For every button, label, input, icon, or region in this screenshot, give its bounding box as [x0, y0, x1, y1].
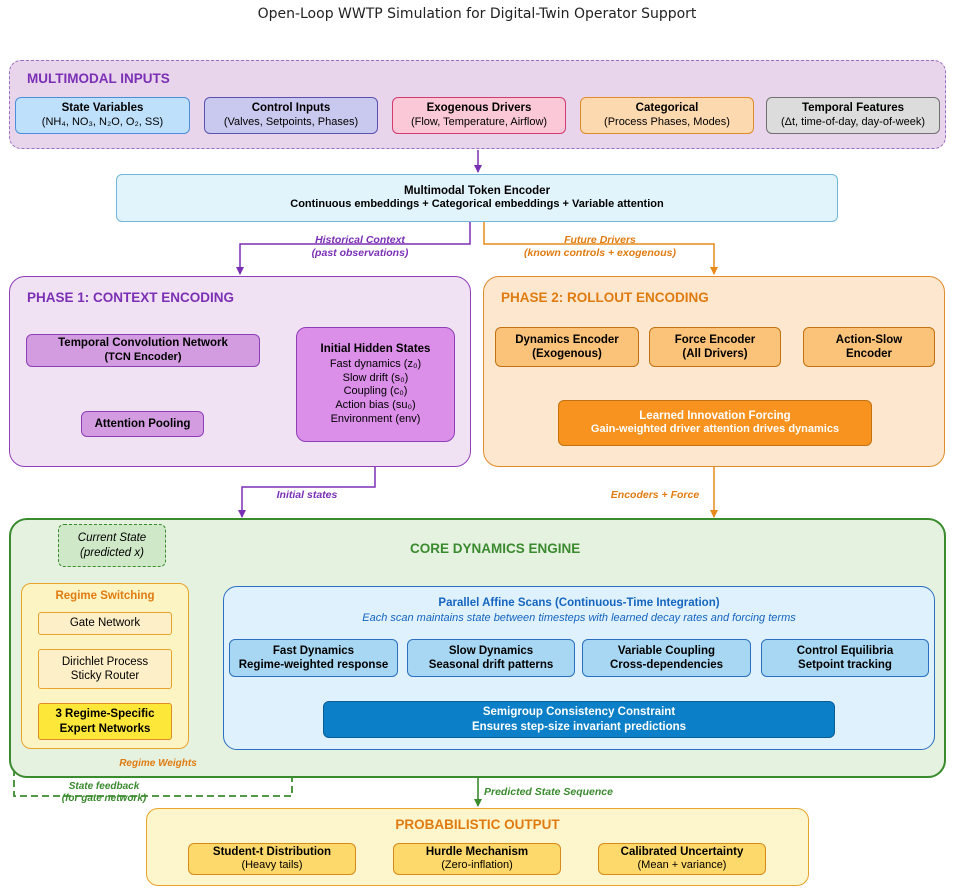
- experts-line: 3 Regime-Specific: [55, 708, 155, 721]
- semigroup-title: Semigroup Consistency Constraint: [482, 706, 676, 719]
- hidden-title: Initial Hidden States: [320, 343, 431, 356]
- tcn-subtitle: (TCN Encoder): [104, 350, 182, 363]
- scan-fast-dynamics: Fast Dynamics Regime-weighted response: [229, 639, 398, 677]
- learned-innovation-forcing: Learned Innovation Forcing Gain-weighted…: [558, 400, 872, 446]
- hidden-item: Action bias (su₀): [335, 399, 416, 412]
- input-sub: (NH₄, NO₃, N₂O, O₂, SS): [41, 115, 164, 128]
- input-title: Control Inputs: [251, 102, 331, 115]
- output-sub: (Zero-inflation): [441, 859, 513, 872]
- output-hurdle-mechanism: Hurdle Mechanism (Zero-inflation): [393, 843, 561, 875]
- hidden-item: Environment (env): [330, 412, 421, 425]
- scan-line: Slow Dynamics: [448, 644, 534, 657]
- encoder-line: Dynamics Encoder: [515, 333, 619, 346]
- inputs-heading: MULTIMODAL INPUTS: [27, 71, 170, 86]
- label-state-feedback: State feedback (for gate network): [40, 781, 168, 805]
- semigroup-constraint: Semigroup Consistency Constraint Ensures…: [323, 701, 835, 738]
- phase2-heading: PHASE 2: ROLLOUT ENCODING: [501, 290, 709, 305]
- forcing-subtitle: Gain-weighted driver attention drives dy…: [590, 423, 840, 436]
- label-encoders-force: Encoders + Force: [610, 489, 700, 501]
- input-sub: (Flow, Temperature, Airflow): [410, 115, 548, 128]
- label-line: (past observations): [311, 246, 409, 259]
- scan-line: Seasonal drift patterns: [428, 659, 554, 671]
- tcn-encoder: Temporal Convolution Network (TCN Encode…: [26, 334, 260, 367]
- output-heading: PROBABILISTIC OUTPUT: [395, 817, 560, 832]
- initial-hidden-states: Initial Hidden States Fast dynamics (z₀)…: [296, 327, 455, 442]
- encoder-line: (Exogenous): [532, 348, 602, 360]
- encoder-line: Force Encoder: [674, 333, 756, 346]
- current-state: Current State (predicted x): [58, 524, 166, 567]
- input-exogenous-drivers: Exogenous Drivers (Flow, Temperature, Ai…: [392, 97, 566, 134]
- scans-title: Parallel Affine Scans (Continuous-Time I…: [438, 597, 720, 609]
- input-sub: (Process Phases, Modes): [604, 115, 730, 128]
- current-state-sub: (predicted x): [80, 546, 144, 559]
- encoder-line: Encoder: [845, 348, 892, 360]
- input-title: Categorical: [635, 102, 699, 115]
- encoder-subtitle: Continuous embeddings + Categorical embe…: [290, 198, 664, 211]
- dirichlet-line: Dirichlet Process: [61, 655, 149, 668]
- tcn-title: Temporal Convolution Network: [58, 337, 228, 350]
- experts-line: Expert Networks: [59, 722, 151, 735]
- encoder-title: Multimodal Token Encoder: [403, 184, 551, 197]
- output-sub: (Heavy tails): [241, 859, 303, 872]
- label-line: (for gate network): [61, 793, 147, 804]
- label-line: State feedback: [68, 781, 140, 792]
- input-sub: (Valves, Setpoints, Phases): [223, 115, 359, 128]
- scan-line: Regime-weighted response: [238, 659, 389, 671]
- gate-network: Gate Network: [38, 612, 172, 635]
- scan-line: Variable Coupling: [617, 644, 716, 657]
- scan-slow-dynamics: Slow Dynamics Seasonal drift patterns: [407, 639, 575, 677]
- hidden-item: Slow drift (s₀): [342, 371, 409, 384]
- scan-line: Control Equilibria: [796, 644, 894, 657]
- input-title: Temporal Features: [801, 102, 905, 115]
- attention-label: Attention Pooling: [94, 417, 191, 430]
- phase1-heading: PHASE 1: CONTEXT ENCODING: [27, 290, 235, 305]
- attention-pooling: Attention Pooling: [81, 411, 204, 437]
- force-encoder: Force Encoder (All Drivers): [649, 327, 781, 367]
- current-state-label: Current State: [77, 532, 147, 545]
- dirichlet-router: Dirichlet Process Sticky Router: [38, 649, 172, 689]
- scan-line: Cross-dependencies: [609, 659, 724, 671]
- multimodal-token-encoder: Multimodal Token Encoder Continuous embe…: [116, 174, 838, 222]
- input-state-variables: State Variables (NH₄, NO₃, N₂O, O₂, SS): [15, 97, 190, 134]
- regime-expert-networks: 3 Regime-Specific Expert Networks: [38, 703, 172, 740]
- hidden-item: Coupling (c₀): [343, 385, 408, 398]
- gate-label: Gate Network: [69, 617, 141, 630]
- label-historical-context: Historical Context (past observations): [280, 234, 440, 259]
- label-predicted-state-sequence: Predicted State Sequence: [484, 786, 613, 798]
- input-categorical: Categorical (Process Phases, Modes): [580, 97, 754, 134]
- output-title: Calibrated Uncertainty: [620, 845, 744, 858]
- output-calibrated-uncertainty: Calibrated Uncertainty (Mean + variance): [598, 843, 766, 875]
- core-heading: CORE DYNAMICS ENGINE: [410, 541, 581, 556]
- hidden-item: Fast dynamics (z₀): [329, 357, 422, 370]
- input-temporal-features: Temporal Features (Δt, time-of-day, day-…: [766, 97, 940, 134]
- scans-subtitle: Each scan maintains state between timest…: [362, 612, 796, 624]
- label-line: (known controls + exogenous): [524, 246, 676, 259]
- label-initial-states: Initial states: [276, 489, 338, 501]
- scan-variable-coupling: Variable Coupling Cross-dependencies: [582, 639, 751, 677]
- scan-line: Fast Dynamics: [272, 644, 355, 657]
- input-control-inputs: Control Inputs (Valves, Setpoints, Phase…: [204, 97, 378, 134]
- dynamics-encoder: Dynamics Encoder (Exogenous): [495, 327, 639, 367]
- label-regime-weights: Regime Weights: [119, 758, 197, 769]
- scan-line: Setpoint tracking: [798, 659, 892, 671]
- input-title: State Variables: [61, 102, 144, 115]
- label-line: Historical Context: [315, 234, 405, 246]
- input-title: Exogenous Drivers: [426, 102, 532, 115]
- scan-control-equilibria: Control Equilibria Setpoint tracking: [761, 639, 929, 677]
- semigroup-subtitle: Ensures step-size invariant predictions: [471, 720, 687, 733]
- label-line: Future Drivers: [564, 234, 636, 246]
- encoder-line: (All Drivers): [682, 348, 748, 360]
- output-title: Student-t Distribution: [212, 845, 332, 858]
- regime-heading: Regime Switching: [55, 590, 155, 602]
- dirichlet-line: Sticky Router: [70, 670, 140, 682]
- forcing-title: Learned Innovation Forcing: [639, 409, 791, 422]
- action-slow-encoder: Action-Slow Encoder: [803, 327, 935, 367]
- input-sub: (Δt, time-of-day, day-of-week): [780, 115, 926, 128]
- output-student-t: Student-t Distribution (Heavy tails): [188, 843, 356, 875]
- output-sub: (Mean + variance): [637, 859, 727, 872]
- diagram-title: Open-Loop WWTP Simulation for Digital-Tw…: [257, 6, 697, 22]
- label-future-drivers: Future Drivers (known controls + exogeno…: [510, 234, 690, 259]
- output-title: Hurdle Mechanism: [425, 845, 529, 858]
- encoder-line: Action-Slow: [835, 333, 903, 346]
